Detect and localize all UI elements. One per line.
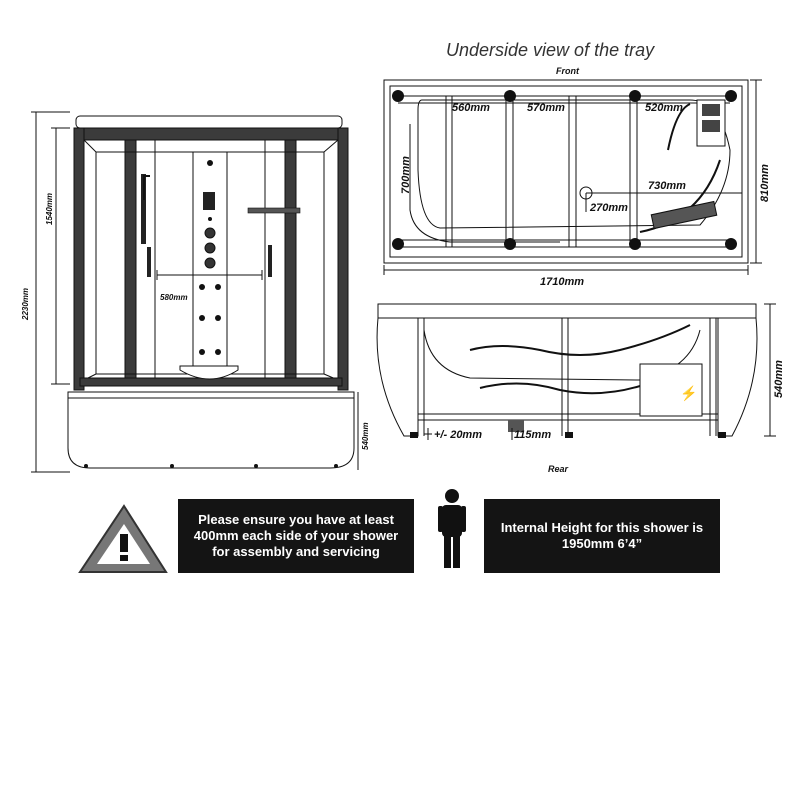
warning-triangle-icon	[78, 504, 168, 573]
dim-730-label: 730mm	[648, 180, 686, 192]
person-silhouette-icon	[438, 489, 466, 568]
shower-cabin-front-view: 580mm 2230mm 1540mm 540mm	[21, 111, 370, 473]
dim-115-label: 115mm	[514, 429, 551, 441]
dim-810-label: 810mm	[759, 164, 771, 202]
tray-side-view: ⚡ 540mm +/- 20mm 115mm Rear	[376, 303, 785, 474]
internal-height-notice: Internal Height for this shower is 1950m…	[484, 499, 720, 573]
dim-520-label: 520mm	[645, 102, 683, 114]
front-label: Front	[556, 66, 580, 76]
cabin-width-580-label: 580mm	[160, 293, 188, 302]
rear-label: Rear	[548, 464, 569, 474]
underside-view-title: Underside view of the tray	[446, 40, 655, 60]
tray-height-540-label: 540mm	[361, 422, 370, 450]
bolt-icon: ⚡	[680, 385, 697, 402]
dim-560-label: 560mm	[452, 102, 490, 114]
side-dim-540-label: 540mm	[773, 360, 785, 398]
cabin-height-2230-label: 2230mm	[21, 288, 30, 321]
cabin-height-1540-label: 1540mm	[45, 193, 54, 225]
clearance-notice: Please ensure you have at least 400mm ea…	[178, 499, 414, 573]
dim-700-label: 700mm	[400, 156, 412, 194]
internal-height-notice-text: Internal Height for this shower is 1950m…	[500, 520, 704, 551]
dim-270-label: 270mm	[589, 202, 628, 214]
dim-1710-label: 1710mm	[540, 276, 584, 288]
dim-adjust-20-label: +/- 20mm	[434, 429, 482, 441]
dim-570-label: 570mm	[527, 102, 565, 114]
tray-underside-view: Underside view of the tray Front	[383, 40, 771, 288]
clearance-notice-text: Please ensure you have at least 400mm ea…	[193, 512, 399, 559]
